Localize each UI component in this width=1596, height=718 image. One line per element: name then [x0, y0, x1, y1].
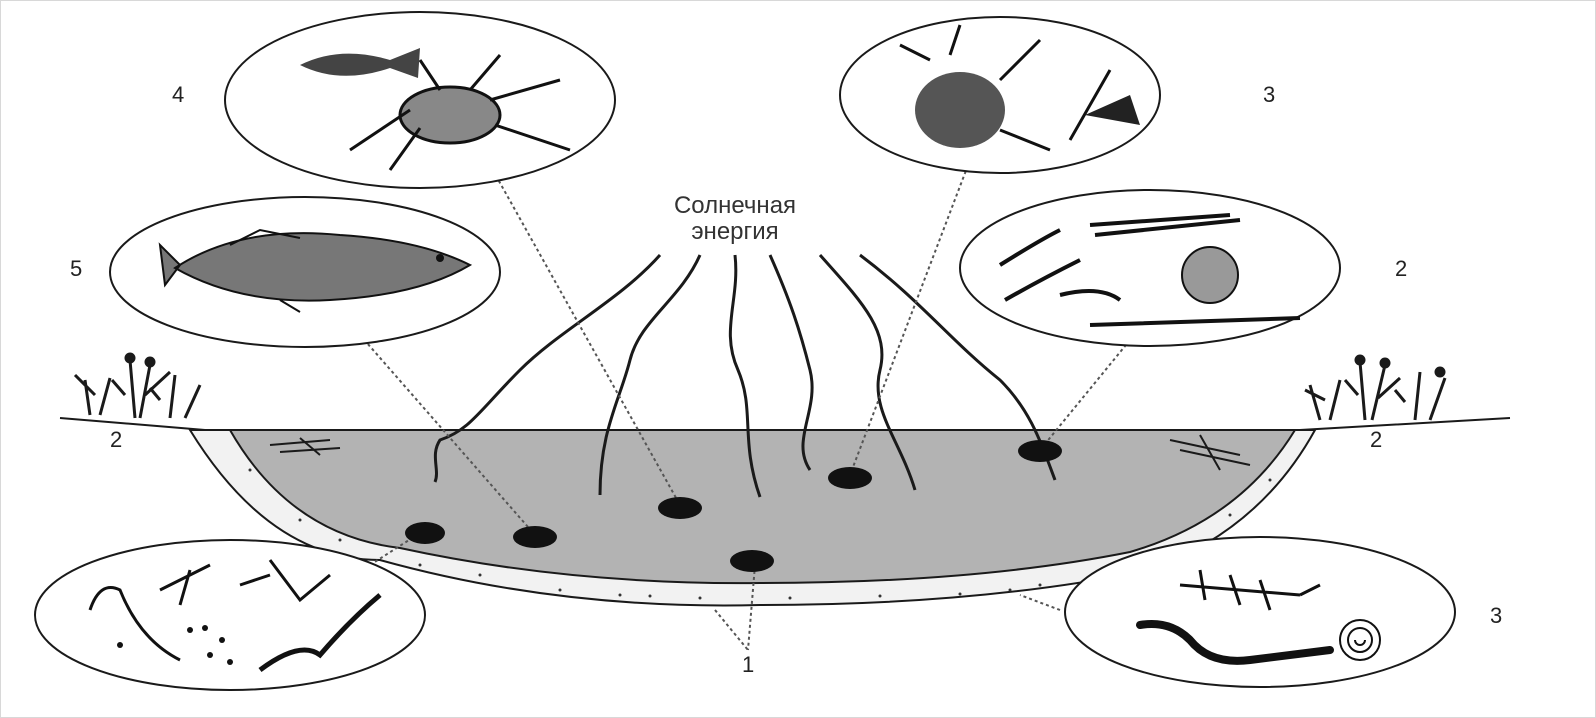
circle-large-fish	[110, 197, 500, 347]
energy-label: Солнечная энергия	[585, 193, 885, 245]
dot-insect	[658, 497, 702, 519]
dot-benthos-left	[405, 522, 445, 544]
dot-zooplankton	[828, 467, 872, 489]
dot-bottom	[730, 550, 774, 572]
energy-label-line2: энергия	[585, 219, 885, 245]
circle-predators	[225, 12, 615, 188]
label-shore-left: 2	[110, 427, 122, 453]
daphnia-icon	[915, 72, 1005, 148]
dot-phytoplankton	[1018, 440, 1062, 462]
ground-line	[60, 418, 1510, 430]
label-shore-right: 2	[1370, 427, 1382, 453]
energy-label-line1: Солнечная	[585, 193, 885, 219]
label-mid-left: 5	[70, 256, 82, 282]
label-top-right: 3	[1263, 82, 1275, 108]
circle-phytoplankton	[960, 190, 1340, 346]
label-mid-right: 2	[1395, 256, 1407, 282]
shore-plants-right	[1305, 356, 1445, 420]
dot-fish	[513, 526, 557, 548]
circle-bottom-fauna	[1065, 537, 1455, 687]
algae-colony-icon	[1182, 247, 1238, 303]
label-bottom-center: 1	[742, 652, 754, 678]
circle-benthic-microorganisms	[35, 540, 425, 690]
label-top-left: 4	[172, 82, 184, 108]
label-bottom-right: 3	[1490, 603, 1502, 629]
circle-zooplankton	[840, 17, 1160, 173]
shore-plants-left	[75, 354, 200, 418]
